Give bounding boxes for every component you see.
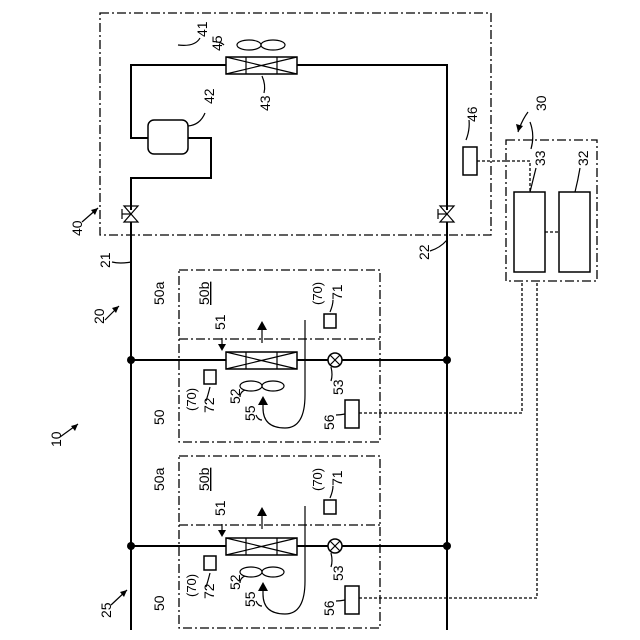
indoor-sensor-56 — [345, 400, 359, 428]
label-50b: 50b — [196, 281, 212, 305]
controller-unit-32 — [559, 192, 590, 272]
label-42: 42 — [201, 88, 217, 104]
label-70-upper: (70) — [310, 282, 325, 305]
label-56: 56 — [321, 414, 337, 430]
sensor-71 — [324, 500, 336, 514]
indoor-fan-icon — [240, 381, 284, 391]
upper-indoor-unit: 50a50b505152535556(70)71(70)72 — [127, 270, 451, 442]
signal-line-upper — [359, 281, 522, 413]
label-41: 41 — [194, 21, 210, 37]
label-53: 53 — [330, 379, 346, 395]
label-21: 21 — [97, 252, 113, 268]
label-20: 20 — [91, 308, 107, 324]
sensor-71 — [324, 314, 336, 328]
label-70-lower: (70) — [184, 574, 199, 597]
label-50: 50 — [151, 409, 167, 425]
label-30: 30 — [533, 95, 549, 111]
outdoor-heat-exchanger — [226, 57, 297, 74]
label-71: 71 — [329, 470, 345, 486]
lower-indoor-unit: 50a50b505152535556(70)71(70)72 — [127, 456, 451, 628]
junction-left — [127, 356, 135, 364]
label-55: 55 — [242, 405, 258, 421]
label-51: 51 — [212, 314, 228, 330]
expansion-valve — [328, 353, 342, 367]
label-70-upper: (70) — [310, 468, 325, 491]
label-72: 72 — [201, 583, 217, 599]
label-40: 40 — [69, 220, 85, 236]
label-53: 53 — [330, 565, 346, 581]
junction-right — [443, 356, 451, 364]
label-52: 52 — [227, 388, 243, 404]
outdoor-sensor — [463, 147, 477, 175]
outdoor-fan-icon — [237, 40, 285, 50]
sensor-72 — [204, 556, 216, 570]
arrow-30 — [516, 112, 528, 132]
indoor-heat-exchanger — [226, 352, 297, 369]
label-45: 45 — [209, 35, 225, 51]
controller-unit-33 — [514, 192, 545, 272]
sensor-72 — [204, 370, 216, 384]
junction-left — [127, 542, 135, 550]
expansion-valve — [328, 539, 342, 553]
label-71: 71 — [329, 284, 345, 300]
indoor-fan-icon — [240, 567, 284, 577]
label-46: 46 — [464, 106, 480, 122]
label-33: 33 — [532, 150, 548, 166]
junction-right — [443, 542, 451, 550]
label-10: 10 — [48, 431, 64, 447]
outdoor-sensor-signal — [477, 161, 530, 192]
indoor-sensor-56 — [345, 586, 359, 614]
label-52: 52 — [227, 574, 243, 590]
label-56: 56 — [321, 600, 337, 616]
airflow-loop — [263, 506, 305, 614]
label-50: 50 — [151, 595, 167, 611]
arrow-20 — [105, 306, 119, 320]
label-55: 55 — [242, 591, 258, 607]
label-25: 25 — [98, 602, 114, 618]
arrow-40 — [82, 208, 98, 222]
label-32: 32 — [575, 150, 591, 166]
airflow-loop — [263, 320, 305, 428]
label-50a: 50a — [151, 467, 167, 491]
label-22: 22 — [416, 244, 432, 260]
label-50b: 50b — [196, 467, 212, 491]
compressor — [148, 120, 188, 154]
label-43: 43 — [257, 95, 273, 111]
label-51: 51 — [212, 500, 228, 516]
label-72: 72 — [201, 397, 217, 413]
label-50a: 50a — [151, 281, 167, 305]
label-70-lower: (70) — [184, 388, 199, 411]
indoor-heat-exchanger — [226, 538, 297, 555]
